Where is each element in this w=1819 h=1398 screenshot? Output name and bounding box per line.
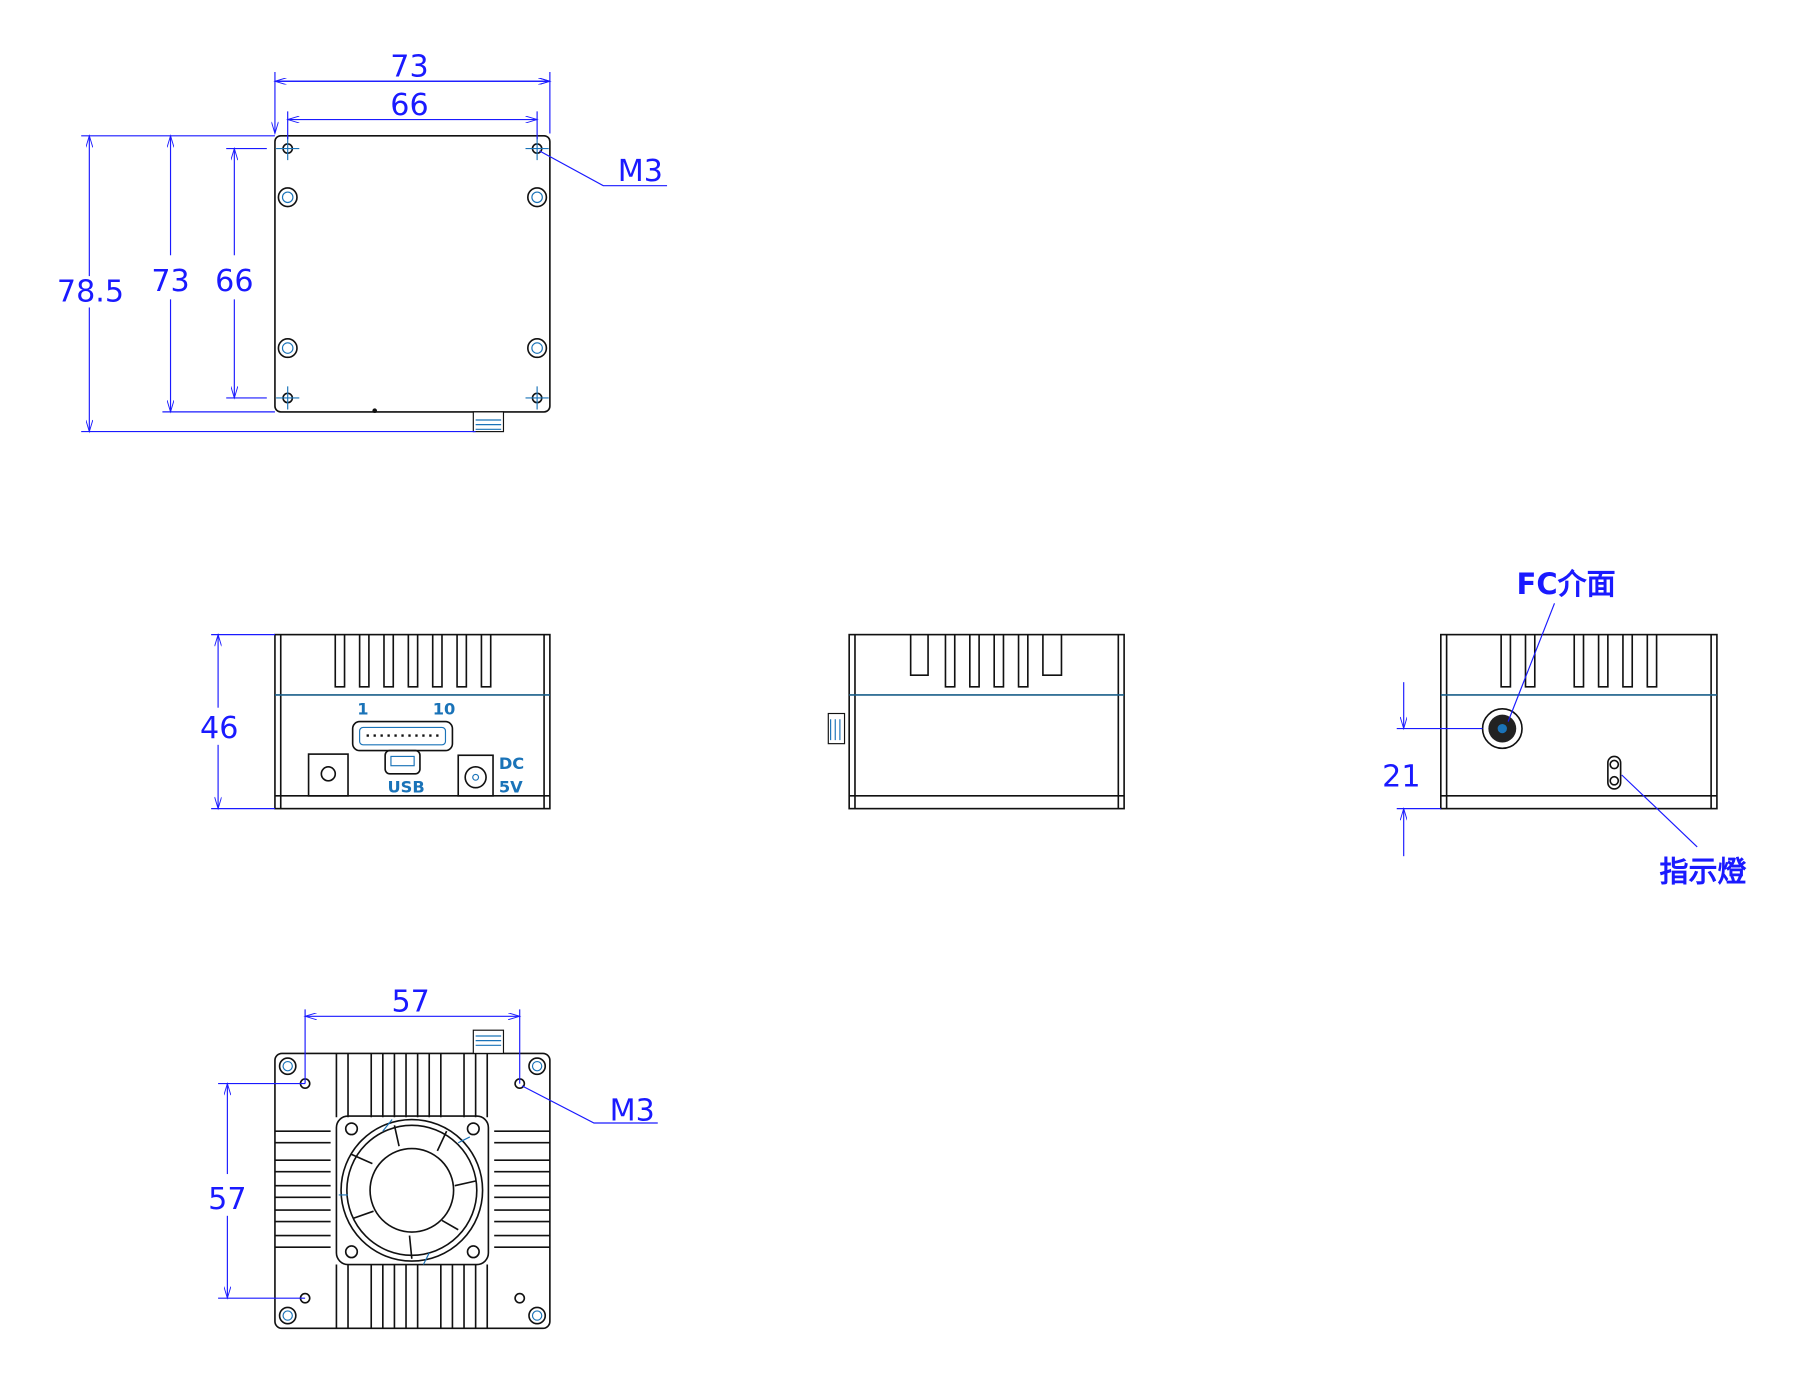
usb-label: USB xyxy=(387,777,424,796)
dim-height-78-5: 78.5 xyxy=(57,275,124,310)
fan-frame xyxy=(335,1115,490,1266)
dim-height-46: 46 xyxy=(200,711,238,746)
top-view: 73 66 78.5 73 66 M3 xyxy=(57,50,668,433)
fc-connector xyxy=(472,411,505,433)
rear-view: 21 FC介面 指示燈 xyxy=(1382,567,1746,889)
mounting-holes xyxy=(276,136,549,410)
dim-height-66: 66 xyxy=(215,264,253,299)
pin-1-label: 1 xyxy=(357,700,368,719)
dc-label: DC xyxy=(499,754,524,773)
dim-height-73: 73 xyxy=(151,264,189,299)
dim-width-73: 73 xyxy=(390,50,428,85)
dim-bottom-width-57: 57 xyxy=(391,985,429,1020)
power-switch xyxy=(307,753,349,797)
front-view: 1 10 USB DC 5V 46 xyxy=(200,635,551,809)
led-indicator xyxy=(1607,755,1622,790)
fan-icon xyxy=(340,1118,484,1262)
5v-label: 5V xyxy=(499,777,523,796)
fc-interface-label: FC介面 xyxy=(1517,567,1616,601)
m3-label-top: M3 xyxy=(618,154,663,189)
dim-fc-height-21: 21 xyxy=(1382,760,1420,795)
dc-jack xyxy=(457,754,494,797)
fc-connector-bottom xyxy=(472,1029,505,1054)
side-view xyxy=(827,633,1125,810)
m3-label-bottom: M3 xyxy=(610,1094,655,1129)
usb-port xyxy=(384,749,421,775)
dim-bottom-height-57: 57 xyxy=(208,1182,246,1217)
dim-width-66: 66 xyxy=(390,88,428,123)
pin-10-label: 10 xyxy=(433,700,456,719)
bottom-view: 57 57 M3 xyxy=(208,985,658,1330)
indicator-light-label: 指示燈 xyxy=(1659,855,1746,889)
